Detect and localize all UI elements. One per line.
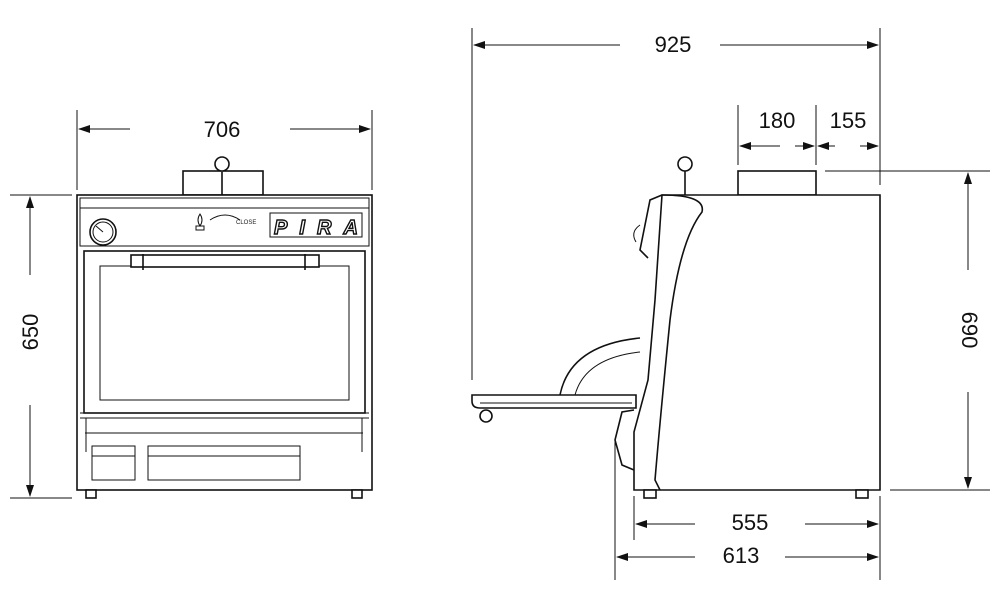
brand-plate bbox=[269, 212, 363, 238]
side-dimensions: 925 180 155 690 555 613 bbox=[471, 28, 990, 580]
front-damper-knob bbox=[214, 156, 230, 172]
open-door-tray bbox=[471, 394, 637, 409]
body-depth-label: 555 bbox=[732, 510, 769, 535]
ash-drawer-left bbox=[91, 445, 136, 481]
front-width-label: 706 bbox=[204, 117, 241, 142]
side-front-profile bbox=[654, 194, 704, 491]
front-dimensions: 706 650 bbox=[10, 110, 373, 499]
side-panel-overhang bbox=[639, 194, 663, 259]
side-foot-front bbox=[643, 489, 657, 499]
side-foot-back bbox=[855, 489, 869, 499]
close-label: CLOSE bbox=[236, 220, 256, 226]
front-chimney bbox=[182, 170, 264, 196]
close-arc-icon bbox=[209, 214, 241, 221]
side-drawer-profile bbox=[614, 409, 635, 471]
flame-icon bbox=[195, 213, 205, 231]
side-height-label: 690 bbox=[957, 312, 982, 349]
front-foot-left bbox=[85, 489, 97, 499]
chimney-offset-label: 155 bbox=[830, 108, 867, 133]
front-foot-right bbox=[351, 489, 363, 499]
oven-door bbox=[83, 250, 366, 414]
chimney-width-label: 180 bbox=[759, 108, 796, 133]
front-height-label: 650 bbox=[18, 314, 43, 351]
side-chimney bbox=[737, 170, 817, 196]
base-depth-label: 613 bbox=[723, 543, 760, 568]
thermometer-icon bbox=[89, 218, 117, 246]
door-handle bbox=[130, 254, 320, 268]
ash-drawer-main bbox=[147, 445, 301, 481]
door-wheel bbox=[479, 409, 493, 423]
control-panel bbox=[79, 197, 370, 247]
side-damper-knob bbox=[677, 156, 693, 172]
front-view: CLOSE PIRA bbox=[76, 156, 373, 499]
side-body bbox=[633, 194, 881, 491]
door-swing-inner bbox=[574, 351, 641, 396]
total-depth-label: 925 bbox=[655, 32, 692, 57]
door-swing-outer bbox=[559, 337, 641, 396]
side-view bbox=[471, 156, 881, 499]
